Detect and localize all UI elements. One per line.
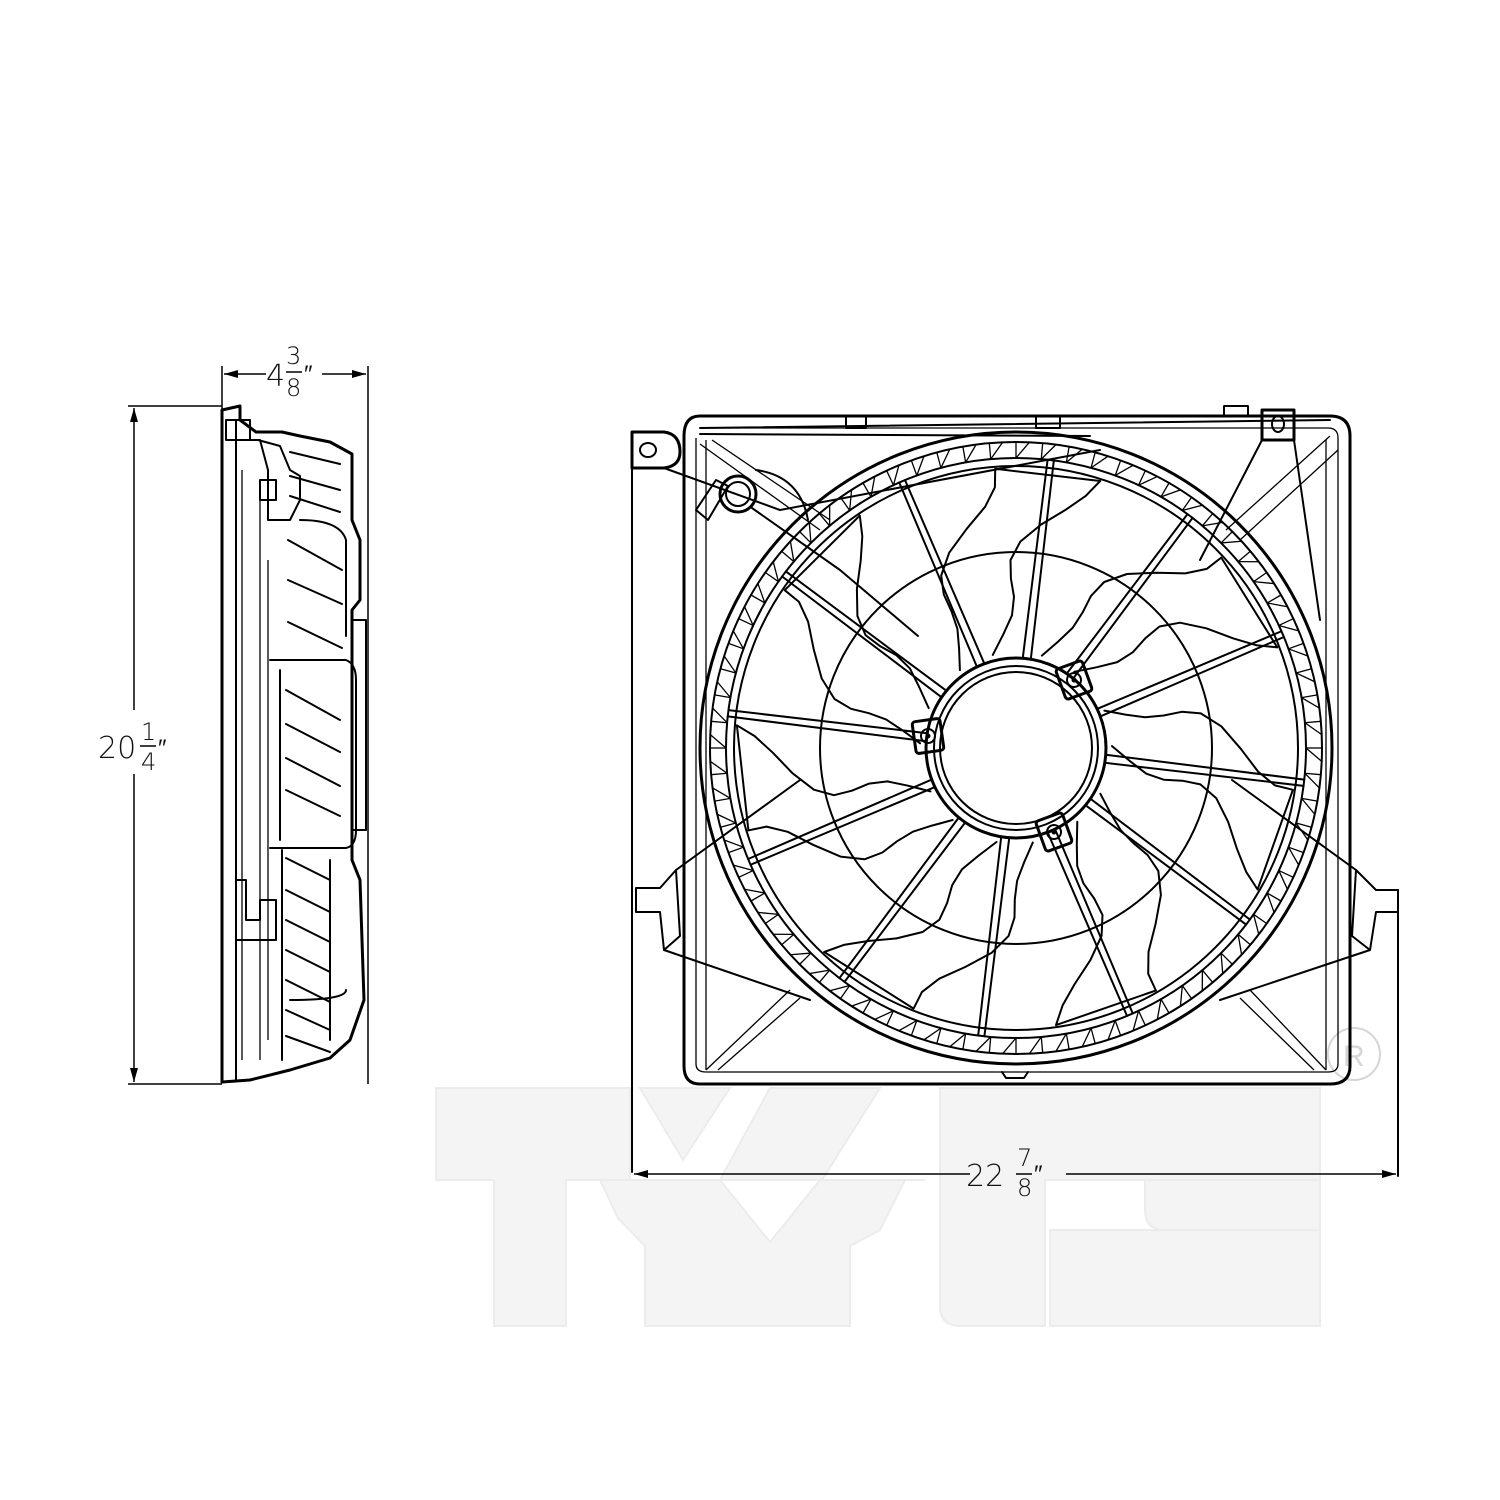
- dimension-height: 20 1 4 ″: [98, 405, 222, 1085]
- motor-mount-bosses: [910, 659, 1094, 853]
- registered-mark-circle: [1327, 1027, 1381, 1081]
- height-denominator: 4: [141, 748, 156, 776]
- watermark-letter-t: [435, 1087, 631, 1327]
- fan-blades: [735, 467, 1294, 1027]
- depth-unit: ″: [304, 360, 313, 388]
- width-denominator: 8: [1017, 1174, 1032, 1202]
- side-blade-hatch-lower: [281, 849, 331, 1061]
- height-unit: ″: [158, 734, 167, 762]
- dimension-width: 22 7 8 ″: [634, 1144, 1396, 1202]
- motor-spokes: [726, 458, 1306, 1038]
- side-blade-hatch-upper: [287, 451, 343, 649]
- front-view: [630, 405, 1399, 1177]
- depth-whole: 4: [266, 359, 285, 394]
- watermark-letter-y: [598, 1087, 925, 1327]
- depth-denominator: 8: [286, 374, 301, 402]
- shroud-frame: [682, 414, 1352, 1086]
- height-numerator: 1: [141, 718, 156, 746]
- ring-ribs: [709, 441, 1323, 1055]
- tyc-watermark-logo: R: [435, 1027, 1381, 1327]
- side-blade-hatch-middle: [279, 669, 341, 841]
- wire-connector: [695, 469, 919, 637]
- width-numerator: 7: [1017, 1144, 1032, 1172]
- width-whole: 22: [966, 1159, 1004, 1194]
- watermark-letter-c: [939, 1087, 1321, 1327]
- width-unit: ″: [1034, 1160, 1043, 1188]
- registered-mark-letter: R: [1343, 1040, 1365, 1073]
- motor-hub-outer: [924, 656, 1108, 840]
- depth-numerator: 3: [286, 342, 301, 370]
- dimension-depth: 4 3 8 ″: [221, 342, 369, 1084]
- side-view: [220, 404, 367, 1084]
- shroud-ring-outer: [698, 430, 1334, 1066]
- height-whole: 20: [98, 731, 136, 766]
